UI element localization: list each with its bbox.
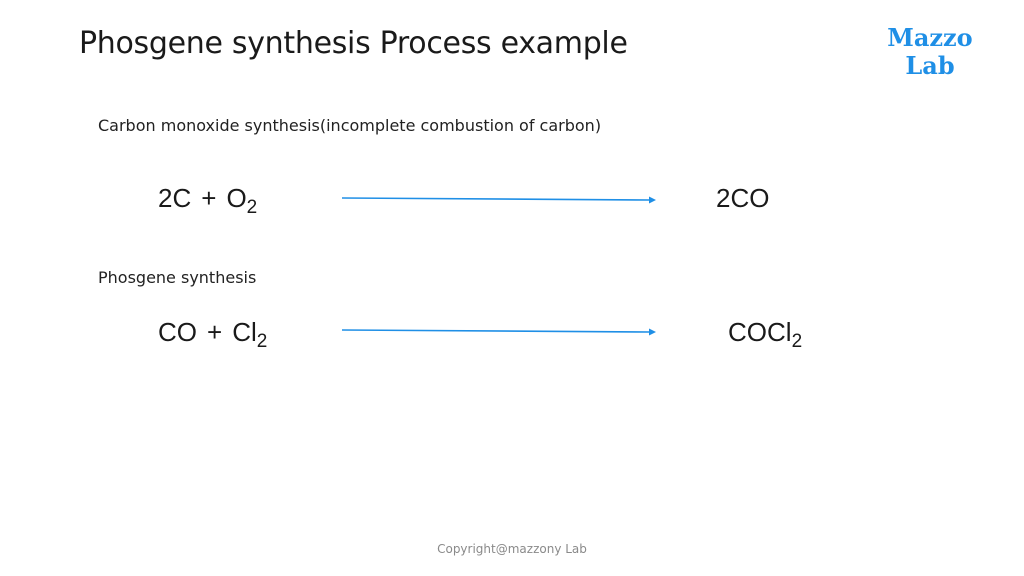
reaction1-plus: + (201, 183, 217, 213)
mazzo-lab-logo: Mazzo Lab (884, 24, 976, 80)
reaction2-product-subscript: 2 (791, 331, 803, 352)
reaction1-product: 2CO (716, 183, 770, 213)
reaction1-reactant-a: 2C (158, 183, 192, 213)
reaction2-plus: + (207, 317, 223, 347)
reaction1-reactants: 2C + O2 (158, 183, 257, 219)
reaction2-reactant-b: Cl (232, 317, 257, 347)
copyright-footer: Copyright@mazzony Lab (437, 542, 587, 556)
reaction2-arrow-icon (341, 328, 656, 336)
logo-line-2: Lab (905, 51, 955, 80)
reaction2-label: Phosgene synthesis (98, 268, 257, 287)
reaction2-product: COCl2 (728, 317, 802, 353)
reaction2-reactant-b-subscript: 2 (256, 331, 268, 352)
reaction1-reactant-b-subscript: 2 (246, 197, 258, 218)
reaction2-product-main: COCl (728, 317, 792, 347)
page-title: Phosgene synthesis Process example (79, 26, 628, 61)
reaction1-arrow-icon (341, 196, 656, 204)
logo-line-1: Mazzo (887, 23, 973, 52)
reaction1-label: Carbon monoxide synthesis(incomplete com… (98, 116, 602, 135)
reaction2-reactants: CO + Cl2 (158, 317, 267, 353)
reaction2-reactant-a: CO (158, 317, 197, 347)
reaction1-reactant-b: O (226, 183, 247, 213)
